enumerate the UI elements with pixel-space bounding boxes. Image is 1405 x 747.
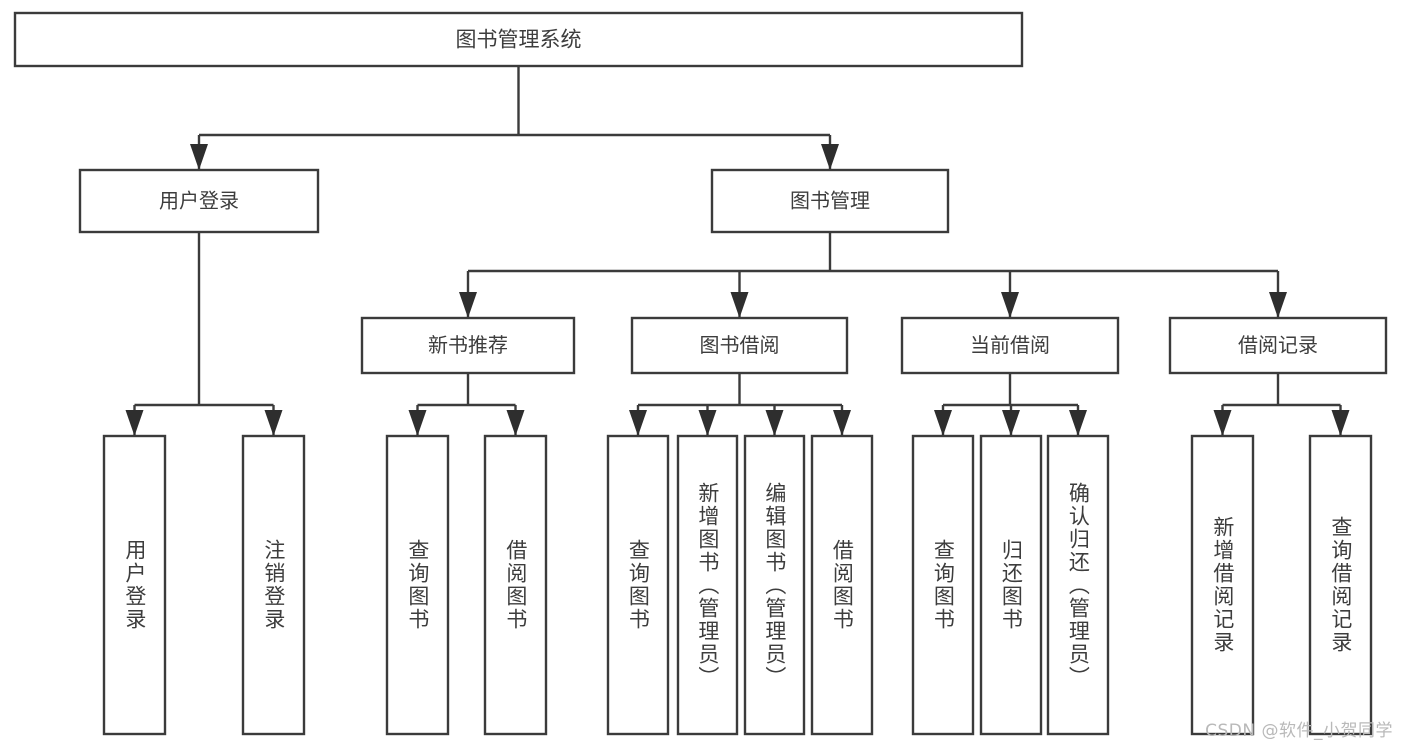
node-leaf-logout[interactable]: [241, 434, 306, 736]
node-new-book-rec-label: 新书推荐: [428, 333, 508, 357]
node-user-login[interactable]: 用户登录: [78, 168, 320, 234]
node-leaf-add-record[interactable]: [1190, 434, 1255, 736]
arrow-to-leaf-query-book-3-icon: [934, 410, 952, 436]
arrow-to-book-borrow-icon: [730, 292, 749, 318]
node-leaf-borrow-book-2[interactable]: [810, 434, 874, 736]
node-leaf-query-book-1[interactable]: [385, 434, 450, 736]
arrow-to-book-manage-icon: [821, 144, 839, 170]
arrow-to-new-book-rec-icon: [459, 292, 477, 318]
arrow-to-leaf-add-book-icon: [698, 410, 717, 436]
node-book-borrow[interactable]: 图书借阅: [630, 316, 849, 375]
node-leaf-borrow-book-1[interactable]: [483, 434, 548, 736]
root-node-label: 图书管理系统: [456, 28, 582, 52]
node-borrow-record-label: 借阅记录: [1238, 333, 1318, 357]
arrow-to-leaf-confirm-return-icon: [1069, 410, 1087, 436]
root-node[interactable]: 图书管理系统: [13, 11, 1024, 68]
arrow-to-leaf-query-book-1-icon: [408, 410, 427, 436]
watermark-text: CSDN @软件_小贺同学: [1205, 721, 1393, 741]
node-current-borrow[interactable]: 当前借阅: [900, 316, 1120, 375]
arrow-to-borrow-record-icon: [1269, 292, 1287, 318]
node-leaf-edit-book[interactable]: [743, 434, 806, 736]
node-leaf-confirm-return[interactable]: [1046, 434, 1110, 736]
arrow-to-current-borrow-icon: [1001, 292, 1019, 318]
node-current-borrow-label: 当前借阅: [970, 333, 1050, 357]
node-book-manage-label: 图书管理: [790, 189, 870, 213]
arrow-to-leaf-query-record-icon: [1331, 410, 1350, 436]
node-book-borrow-label: 图书借阅: [700, 333, 780, 357]
arrow-to-leaf-edit-book-icon: [765, 410, 784, 436]
arrow-to-leaf-borrow-book-1-icon: [506, 410, 525, 436]
arrow-to-leaf-logout-icon: [264, 410, 283, 436]
arrow-to-leaf-borrow-book-2-icon: [833, 410, 851, 436]
node-user-login-label: 用户登录: [159, 189, 239, 213]
connectors-layer: [125, 66, 1350, 436]
node-borrow-record[interactable]: 借阅记录: [1168, 316, 1388, 375]
node-book-manage[interactable]: 图书管理: [710, 168, 950, 234]
node-leaf-add-book[interactable]: [676, 434, 739, 736]
arrow-to-leaf-user-login-icon: [125, 410, 144, 436]
arrow-to-leaf-query-book-2-icon: [629, 410, 647, 436]
node-new-book-rec[interactable]: 新书推荐: [360, 316, 576, 375]
node-leaf-query-book-3[interactable]: [911, 434, 975, 736]
arrow-to-leaf-add-record-icon: [1213, 410, 1232, 436]
node-leaf-query-record[interactable]: [1308, 434, 1373, 736]
arrow-to-leaf-return-book-icon: [1002, 410, 1020, 436]
arrow-to-user-login-icon: [190, 144, 208, 170]
node-leaf-user-login[interactable]: [102, 434, 167, 736]
node-leaf-query-book-2[interactable]: [606, 434, 670, 736]
node-leaf-return-book[interactable]: [979, 434, 1043, 736]
